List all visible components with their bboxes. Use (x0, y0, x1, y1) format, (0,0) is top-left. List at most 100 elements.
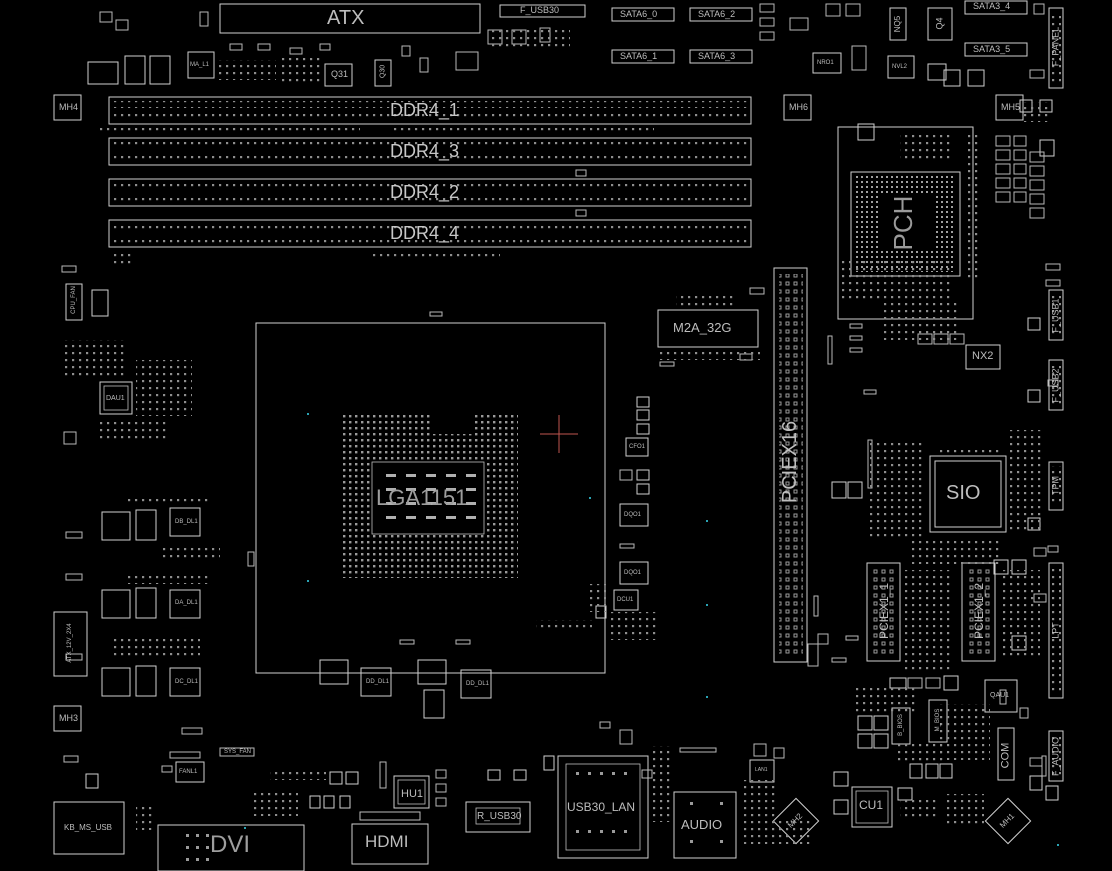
sata-3-label: SATA6_3 (698, 51, 736, 61)
usb30-lan-connector (557, 755, 649, 859)
tpm-label: TPM (1050, 476, 1061, 495)
lpt-connector (1048, 562, 1064, 699)
atx-connector (219, 3, 481, 34)
sata-2 (689, 7, 753, 22)
hdmi-connector (351, 823, 429, 865)
r-usb30-label: R_USB30 (477, 811, 522, 822)
dau1-label: DAU1 (106, 395, 125, 402)
com-label: COM (999, 742, 1012, 769)
lan1-label: LAN1 (755, 767, 768, 773)
kb-ms-usb-connector (53, 801, 125, 855)
nx2-chip (965, 344, 1001, 370)
hu1-label: HU1 (401, 788, 424, 800)
sata-0-label: SATA6_0 (620, 9, 658, 19)
sata-5-label: SATA3_5 (973, 44, 1011, 54)
dvi-connector (157, 824, 305, 871)
mh3-label: MH3 (59, 713, 79, 723)
dau1-chip (99, 381, 133, 415)
sata-2-label: SATA6_2 (698, 9, 736, 19)
f-panel-label: F_PANEL (1050, 26, 1061, 67)
ddr4-4-label: DDR4_4 (390, 223, 460, 243)
sio-label: SIO (946, 482, 981, 504)
m2-label: M2A_32G (673, 320, 732, 335)
mh4-label: MH4 (59, 102, 79, 112)
kb-ms-usb-label: KB_MS_USB (64, 823, 113, 832)
nvl2-chip (887, 55, 915, 79)
nvl2-label: NVL2 (892, 64, 908, 70)
ddr4-2-label: DDR4_2 (390, 182, 460, 202)
sata-1-label: SATA6_1 (620, 51, 658, 61)
f-audio-connector (1048, 730, 1064, 782)
r-usb30-connector (465, 801, 531, 833)
dqo1-label: DQO1 (624, 512, 642, 518)
vrm-label-4: DD_DL1 (366, 679, 390, 685)
sys-fan-label: SYS_FAN (224, 749, 252, 755)
mh4-hole (53, 94, 82, 121)
usb30-lan-label: USB30_LAN (567, 800, 636, 814)
vrm-label-5: DD_DL1 (466, 681, 490, 687)
cfo1-label: CFO1 (629, 444, 646, 450)
ma-l1-chip (187, 51, 215, 79)
f-usb2-label: F_USB2 (1050, 368, 1061, 403)
sata-5 (964, 42, 1028, 57)
f-usb30-connector (499, 4, 586, 18)
ma-l1-label: MA_L1 (190, 62, 210, 68)
cpu-socket-label: LGA1151 (376, 485, 468, 510)
q30-chip (374, 59, 392, 87)
sata-1 (611, 49, 675, 64)
sio-outline (929, 455, 1007, 533)
pciex1-2-label: PCIEX1_2 (972, 582, 986, 640)
m-bios-label: M_BIOS (935, 708, 941, 732)
com-connector (997, 727, 1015, 781)
nq5-chip (889, 7, 907, 41)
qau1-chip (984, 679, 1018, 713)
m2-slot (657, 309, 759, 348)
sata-3 (689, 49, 753, 64)
vrm-label-3: DC_DL1 (175, 679, 199, 685)
pch-label: PCH (888, 195, 918, 251)
sata-4 (964, 0, 1028, 15)
cpu-socket-outline (255, 322, 606, 674)
pciex1-1-label: PCIEX1_1 (877, 582, 891, 640)
f-usb1-connector (1048, 289, 1064, 341)
tpm-connector (1048, 461, 1064, 511)
qau1-label: QAU1 (990, 692, 1010, 699)
ddr4-slot-2 (108, 178, 752, 207)
nro1-label: NRO1 (817, 60, 834, 66)
q4-chip (927, 7, 953, 41)
vrm-label-1: DB_DL1 (175, 519, 198, 525)
ddr4-3-label: DDR4_3 (390, 141, 460, 161)
mh1-hole (984, 797, 1032, 845)
ddr4-slot-3 (108, 137, 752, 166)
atx-12v-label: ATX_12V_2X4 (67, 623, 73, 663)
vrm-label-2: DA_DL1 (175, 600, 198, 606)
atx-label: ATX (327, 7, 365, 29)
ddr4-slot-4 (108, 219, 752, 248)
q31-chip (324, 63, 353, 87)
f-usb2-connector (1048, 359, 1064, 411)
mh5-label: MH5 (1001, 102, 1021, 112)
q31-label: Q31 (331, 69, 349, 79)
f-usb30-label: F_USB30 (520, 5, 560, 15)
pciex1-1-slot (866, 562, 901, 662)
b-bios-label: B_BIOS (898, 714, 904, 736)
mh5-hole (995, 94, 1024, 121)
dcu1-label: DCU1 (617, 597, 634, 603)
f-audio-label: F_AUDIO (1050, 737, 1061, 777)
f-panel (1048, 7, 1064, 89)
audio-connector (673, 791, 737, 859)
sata-0 (611, 7, 675, 22)
lpt-label: LPT (1050, 622, 1061, 639)
cpu-fan-label: CPU_FAN (71, 286, 77, 314)
atx-12v-connector (53, 611, 88, 677)
nx2-label: NX2 (972, 350, 994, 362)
dqo2-label: DQO1 (624, 570, 642, 576)
ddr4-1-label: DDR4_1 (390, 100, 460, 120)
sata-4-label: SATA3_4 (973, 1, 1011, 11)
q30-label: Q30 (379, 64, 387, 79)
fanl1-label: FANL1 (179, 769, 198, 775)
f-usb1-label: F_USB1 (1050, 298, 1061, 333)
hdmi-label: HDMI (365, 832, 409, 851)
cu1-chip (851, 786, 893, 828)
mh6-hole (783, 94, 812, 121)
